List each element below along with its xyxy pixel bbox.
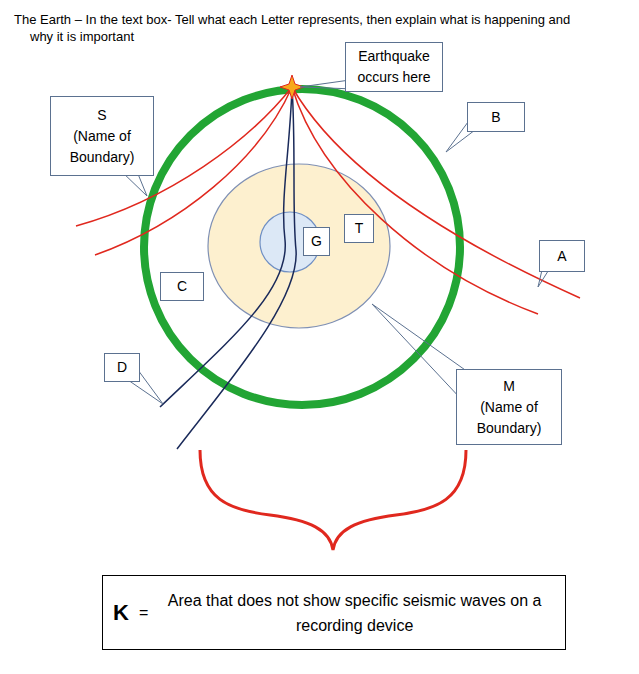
outer-core <box>208 164 390 328</box>
zone-letter: K <box>113 600 129 625</box>
callout-letter: B <box>491 107 500 128</box>
callout-letter: G <box>311 231 322 252</box>
wave-callout: A <box>539 240 585 272</box>
boundary-callout: S(Name of Boundary) <box>50 96 154 176</box>
core-wave-paths <box>160 87 296 449</box>
crust-circle <box>144 89 460 405</box>
callout-letter: T <box>355 218 364 239</box>
callout-text: (Name of Boundary) <box>56 126 148 168</box>
layer-callout: B <box>467 102 525 132</box>
zone-description: Area that does not show specific seismic… <box>154 588 555 638</box>
layer-callout: C <box>160 272 204 301</box>
callout-letter: D <box>117 357 127 378</box>
wave-callout: D <box>104 353 140 382</box>
layer-callout: G <box>303 227 330 256</box>
equals-sign: = <box>139 600 148 625</box>
earthquake-callout: Earthquake occurs here <box>345 42 443 92</box>
callout-letter: M <box>503 376 515 397</box>
callout-text: (Name of Boundary) <box>462 397 556 439</box>
callout-letter: S <box>97 105 106 126</box>
callout-letter: A <box>557 246 566 267</box>
shadow-zone-box: K =Area that does not show specific seism… <box>102 575 566 650</box>
shadow-zone-brace <box>200 450 466 550</box>
callout-letter: C <box>177 276 187 297</box>
callout-letter: Earthquake occurs here <box>351 46 437 88</box>
boundary-callout: M(Name of Boundary) <box>456 369 562 445</box>
page-title: The Earth – In the text box- Tell what e… <box>14 11 590 45</box>
leader-lines <box>120 80 550 404</box>
layer-callout: T <box>344 214 374 243</box>
